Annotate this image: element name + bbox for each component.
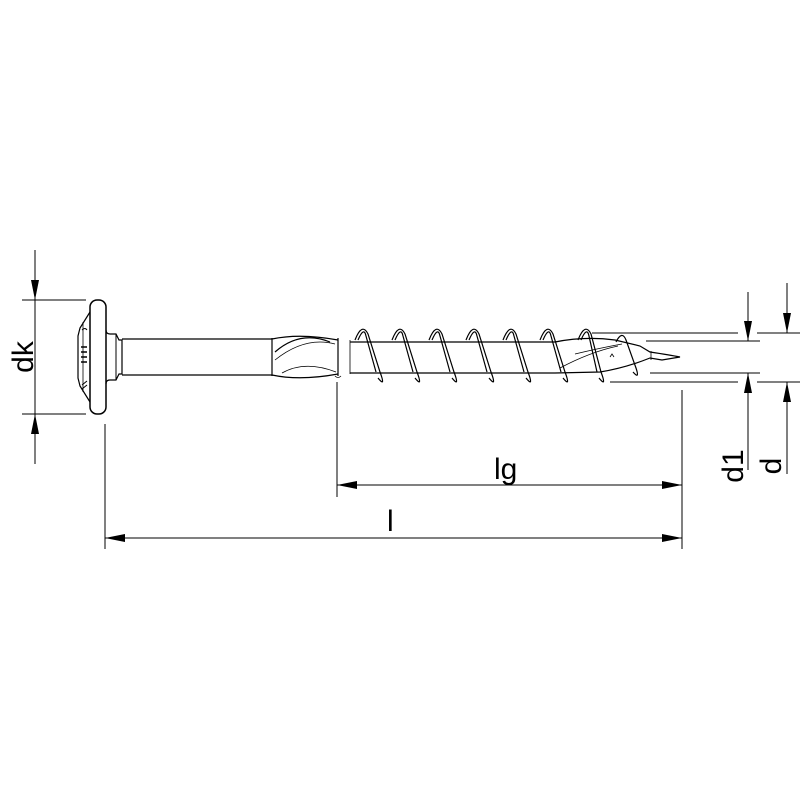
dimension-dk — [22, 250, 86, 464]
label-lg: lg — [494, 453, 518, 486]
dimension-d — [592, 283, 800, 474]
label-d1: d1 — [717, 449, 750, 483]
label-d: d — [755, 457, 788, 475]
screw-head — [77, 299, 123, 415]
dimension-lg — [336, 382, 682, 497]
screw-thread — [350, 328, 681, 383]
label-dk: dk — [7, 341, 40, 373]
label-l: l — [387, 505, 394, 538]
dimension-l — [104, 390, 683, 549]
screw-shank — [122, 335, 351, 379]
dimension-d1 — [646, 292, 760, 470]
